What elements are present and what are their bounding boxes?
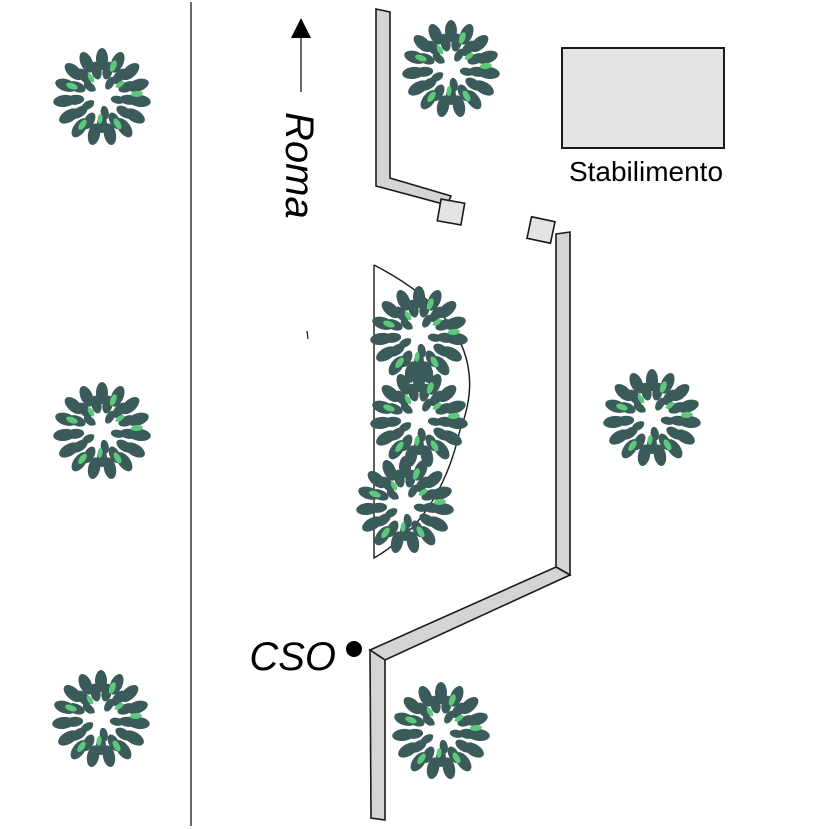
building-label: Stabilimento [569, 156, 723, 187]
tree-icon [391, 682, 491, 781]
lower-wall [369, 648, 386, 821]
gate-post-left [436, 198, 466, 226]
diagonal-wall [368, 566, 572, 661]
dot-icon [346, 641, 362, 657]
tree-icon [369, 286, 469, 385]
tree-icon [602, 369, 702, 468]
tree-icon [401, 20, 501, 119]
tree-icon [52, 382, 152, 481]
tick-mark [306, 330, 309, 340]
direction-label: Roma [277, 112, 321, 219]
gate-post-right [526, 215, 556, 245]
tree-icon [52, 48, 152, 147]
tree-icon [355, 456, 455, 555]
building-rect [561, 47, 725, 149]
arrow-up-icon [291, 18, 311, 92]
point-label: CSO [249, 635, 336, 679]
upper-left-wall [375, 8, 453, 206]
right-wall [555, 231, 571, 577]
tree-icon [51, 670, 151, 769]
